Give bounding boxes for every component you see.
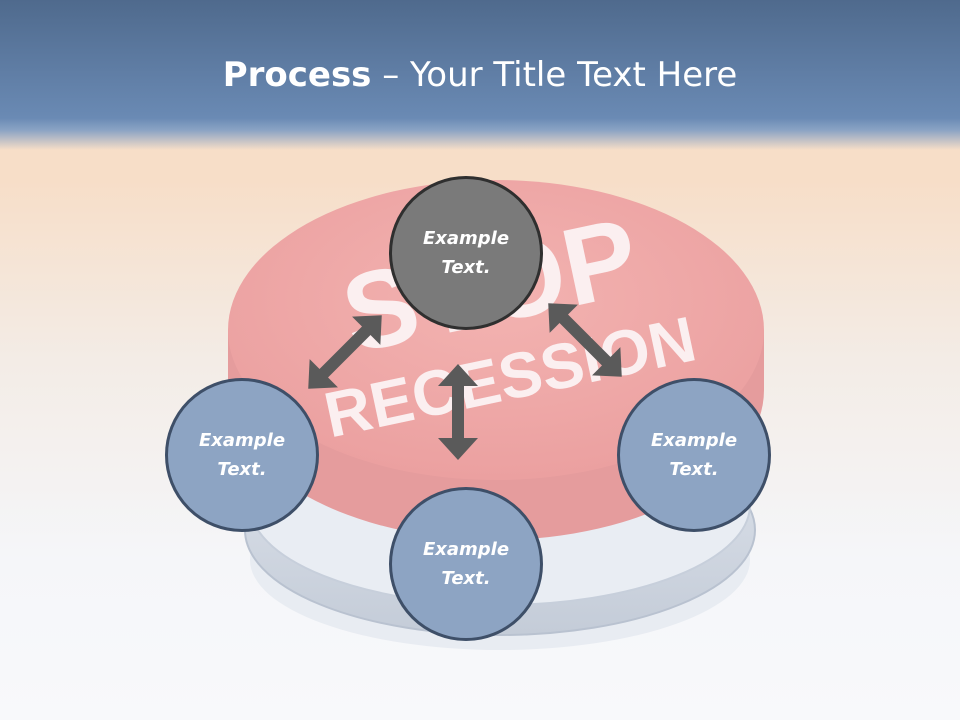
node-bottom-label: Example Text. <box>422 539 510 589</box>
node-left-label: Example Text. <box>198 430 286 480</box>
process-node-top[interactable]: Example Text. <box>389 176 543 330</box>
node-top-label: Example Text. <box>422 228 510 278</box>
button-cap-top <box>228 180 764 480</box>
process-node-bottom[interactable]: Example Text. <box>389 487 543 641</box>
process-node-left[interactable]: Example Text. <box>165 378 319 532</box>
arrow-top-right <box>548 303 622 377</box>
process-node-right[interactable]: Example Text. <box>617 378 771 532</box>
arrow-vertical <box>438 364 478 460</box>
title-bold: Process <box>222 55 372 95</box>
title-rest: – Your Title Text Here <box>371 55 738 95</box>
node-right-label: Example Text. <box>650 430 738 480</box>
title-bar <box>0 0 960 150</box>
slide-title[interactable]: Process – Your Title Text Here <box>0 52 960 98</box>
arrow-top-left <box>308 315 382 389</box>
